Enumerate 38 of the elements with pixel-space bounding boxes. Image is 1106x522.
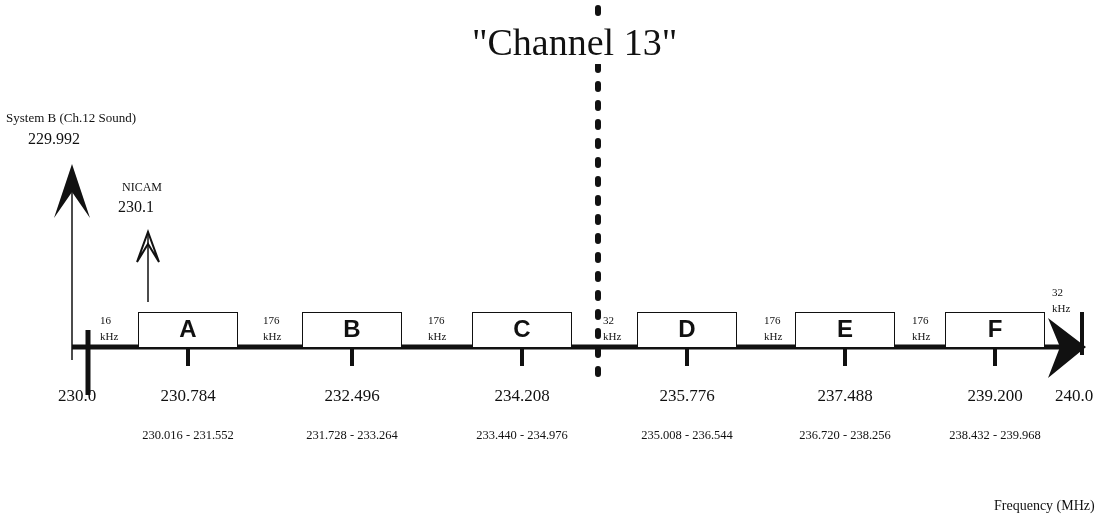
bandwidth-gap-label: 176 kHz bbox=[912, 313, 932, 344]
center-frequency: 230.784 bbox=[159, 386, 217, 406]
frequency-range: 235.008 - 236.544 bbox=[640, 428, 734, 443]
channel-block bbox=[945, 312, 1045, 348]
center-frequency: 235.776 bbox=[658, 386, 716, 406]
channel-block bbox=[302, 312, 402, 348]
carrier-label: System B (Ch.12 Sound) bbox=[6, 110, 136, 126]
channel-block bbox=[138, 312, 238, 348]
frequency-range: 231.728 - 233.264 bbox=[305, 428, 399, 443]
bandwidth-gap-label: 176 kHz bbox=[428, 313, 448, 344]
axis-end-value: 230.0 bbox=[58, 386, 97, 406]
block-letter: E bbox=[836, 315, 854, 343]
bandwidth-gap-label: 32 kHz bbox=[1052, 285, 1072, 316]
block-letter: C bbox=[512, 315, 532, 343]
carrier-frequency: 230.1 bbox=[118, 198, 154, 216]
frequency-range: 230.016 - 231.552 bbox=[141, 428, 235, 443]
block-letter: F bbox=[986, 315, 1004, 343]
channel-block bbox=[795, 312, 895, 348]
block-letter: A bbox=[178, 315, 198, 343]
frequency-range: 233.440 - 234.976 bbox=[475, 428, 569, 443]
bandwidth-gap-label: 16 kHz bbox=[100, 313, 120, 344]
block-letter: D bbox=[677, 315, 697, 343]
center-frequency: 234.208 bbox=[493, 386, 551, 406]
frequency-range: 238.432 - 239.968 bbox=[948, 428, 1042, 443]
block-letter: B bbox=[342, 315, 362, 343]
bandwidth-gap-label: 32 kHz bbox=[603, 313, 623, 344]
axis-end-value: 240.0 bbox=[1055, 386, 1094, 406]
center-frequency: 232.496 bbox=[323, 386, 381, 406]
bandwidth-gap-label: 176 kHz bbox=[764, 313, 784, 344]
bandwidth-gap-label: 176 kHz bbox=[263, 313, 283, 344]
carrier-frequency: 229.992 bbox=[28, 130, 80, 148]
axis-title: Frequency (MHz) bbox=[994, 498, 1095, 514]
channel-block bbox=[472, 312, 572, 348]
frequency-range: 236.720 - 238.256 bbox=[798, 428, 892, 443]
carrier-label: NICAM bbox=[122, 180, 162, 195]
center-frequency: 239.200 bbox=[966, 386, 1024, 406]
channel-block bbox=[637, 312, 737, 348]
center-frequency: 237.488 bbox=[816, 386, 874, 406]
